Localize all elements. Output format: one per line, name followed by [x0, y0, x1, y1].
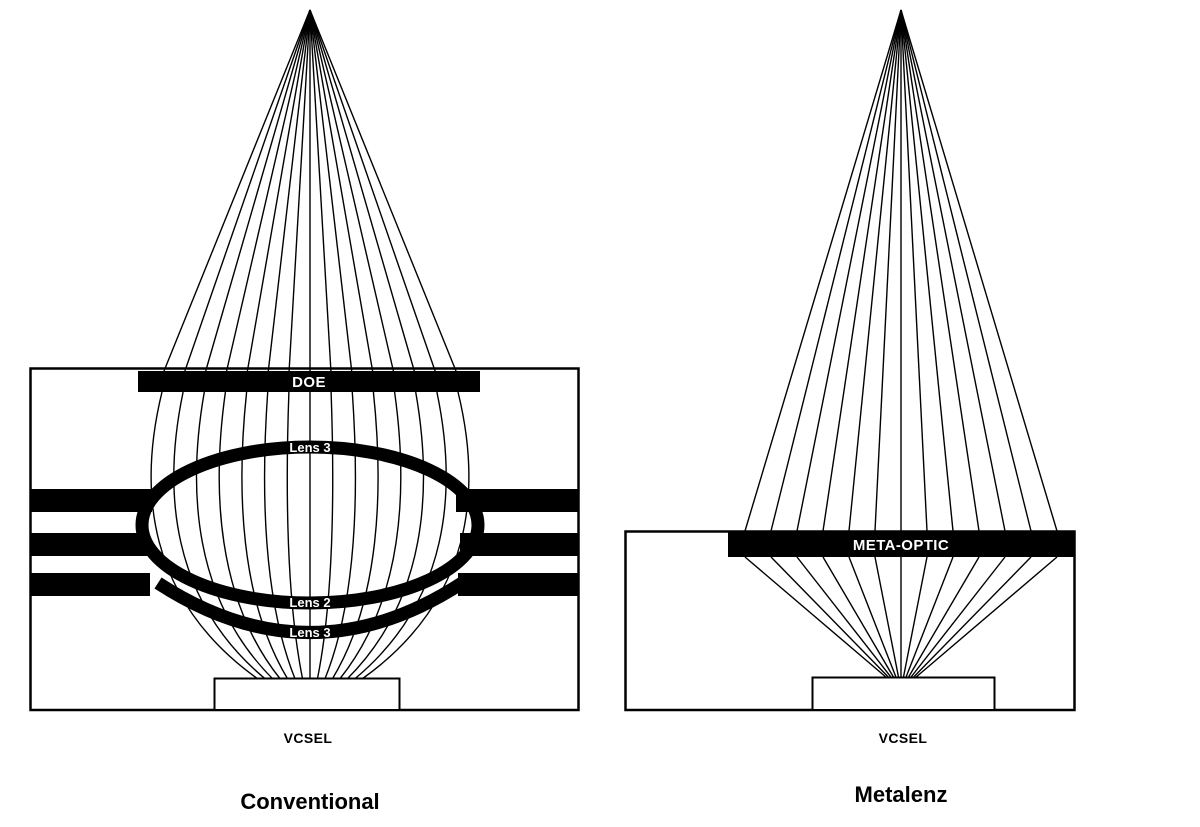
light-ray [354, 391, 447, 680]
light-ray [288, 9, 311, 372]
lens-element-ellipse [135, 440, 485, 610]
doe-bar [138, 371, 480, 392]
spacer-bar-right-1 [456, 489, 578, 512]
conventional-vcsel-box [213, 677, 401, 711]
doe-label: DOE [292, 374, 326, 391]
light-ray [309, 9, 415, 372]
light-ray [874, 9, 902, 532]
spacer-bar-right-2 [460, 533, 578, 556]
spacer-bar-right-3 [458, 573, 578, 596]
light-ray [225, 9, 311, 372]
light-ray [309, 9, 436, 372]
light-ray [796, 556, 893, 679]
light-ray [263, 391, 296, 680]
light-ray [331, 391, 379, 680]
light-ray [900, 9, 954, 532]
light-ray [770, 556, 890, 679]
light-ray [822, 556, 895, 679]
light-ray [286, 391, 304, 680]
metalenz-title: Metalenz [855, 782, 948, 807]
light-ray [900, 9, 1058, 532]
light-ray [770, 9, 902, 532]
light-ray [324, 391, 357, 680]
light-ray [900, 9, 928, 532]
light-ray [267, 9, 311, 372]
light-ray [241, 391, 289, 680]
light-ray [874, 556, 900, 679]
light-ray [150, 391, 259, 680]
spacer-bar-left-2 [30, 533, 148, 556]
light-ray [205, 9, 311, 372]
lens-element-bottom-arc [154, 577, 466, 639]
light-ray [912, 556, 1032, 679]
metalenz-vcsel-box [811, 676, 996, 711]
light-ray [905, 556, 954, 679]
light-ray [848, 9, 902, 532]
light-ray [346, 391, 425, 680]
light-ray [163, 9, 311, 372]
light-ray [909, 556, 1006, 679]
lens2-label: Lens 2 [289, 595, 330, 610]
light-ray [309, 9, 353, 372]
meta-optic-bar [728, 531, 1075, 557]
lens3-bottom-label: Lens 3 [289, 625, 330, 640]
light-ray [744, 556, 888, 679]
light-ray [744, 9, 902, 532]
light-ray [309, 9, 395, 372]
light-ray [900, 9, 980, 532]
light-ray [184, 9, 311, 372]
metalenz-rays [744, 9, 1058, 679]
conventional-diagram: DOE Lens 3 Lens 2 Lens 3 VCSEL Conventio… [29, 9, 580, 814]
light-ray [822, 9, 902, 532]
light-ray [195, 391, 274, 680]
light-ray [900, 9, 1006, 532]
light-ray [914, 556, 1058, 679]
conventional-vcsel-label: VCSEL [284, 730, 333, 746]
metalenz-vcsel-label: VCSEL [879, 730, 928, 746]
conventional-rays [150, 9, 470, 680]
light-ray [316, 391, 334, 680]
conventional-title: Conventional [240, 789, 379, 814]
light-ray [796, 9, 902, 532]
light-ray [218, 391, 281, 680]
metalenz-diagram: META-OPTIC VCSEL Metalenz [624, 9, 1076, 807]
light-ray [309, 9, 457, 372]
light-ray [848, 556, 897, 679]
spacer-bar-left-3 [30, 573, 150, 596]
lens3-top-label: Lens 3 [289, 440, 330, 455]
light-ray [309, 9, 374, 372]
light-ray [907, 556, 980, 679]
light-ray [246, 9, 311, 372]
light-ray [339, 391, 402, 680]
light-ray [309, 9, 332, 372]
light-ray [173, 391, 266, 680]
meta-optic-label: META-OPTIC [853, 537, 949, 554]
light-ray [902, 556, 928, 679]
light-ray [900, 9, 1032, 532]
spacer-bar-left-1 [30, 489, 152, 512]
